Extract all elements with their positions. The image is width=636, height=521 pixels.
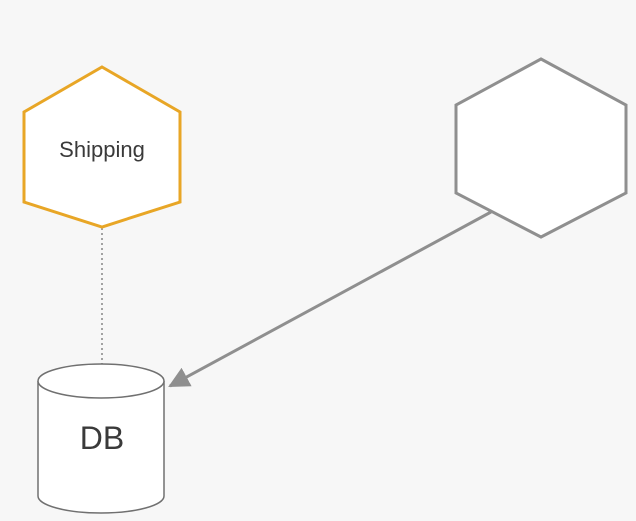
unnamed-service-node[interactable] bbox=[454, 57, 628, 239]
shipping-hexagon bbox=[22, 65, 182, 229]
service-db-arrow bbox=[168, 210, 492, 388]
database-cylinder-top bbox=[37, 363, 165, 399]
shipping-label: Shipping bbox=[59, 137, 145, 162]
database-node[interactable]: DB bbox=[37, 363, 165, 514]
database-label: DB bbox=[80, 420, 124, 456]
shipping-service-node[interactable]: Shipping bbox=[22, 65, 182, 229]
database-cylinder-body bbox=[37, 381, 165, 514]
unnamed-service-hexagon bbox=[454, 57, 628, 239]
